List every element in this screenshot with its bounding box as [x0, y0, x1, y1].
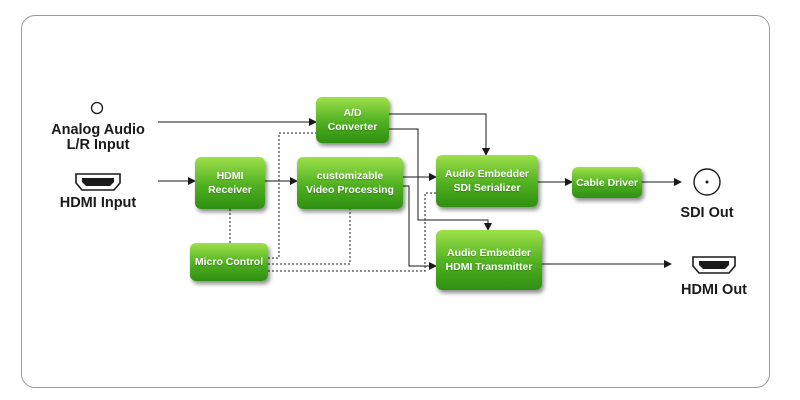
- hdmi-receiver-block: HDMI Receiver: [195, 157, 265, 209]
- wire-processing-to-hdmi: [403, 185, 437, 270]
- ad-converter-line-1: A/D: [343, 107, 362, 119]
- hdmi-port-out-icon: [692, 256, 736, 274]
- audio-embedder-sdi-block: Audio Embedder SDI Serializer: [436, 155, 538, 207]
- sdi-out-label: SDI Out: [680, 205, 734, 221]
- ad-converter-block: A/D Converter: [316, 97, 389, 143]
- hdmi-out-label: HDMI Out: [680, 282, 748, 298]
- audio-embedder-hdmi-line-1: Audio Embedder: [446, 247, 531, 259]
- hdmi-input-label: HDMI Input: [59, 195, 137, 211]
- analog-audio-line-1: Analog Audio: [51, 122, 145, 138]
- hdmi-receiver-line-1: HDMI: [216, 170, 244, 182]
- ad-converter-line-2: Converter: [327, 121, 378, 133]
- cable-driver-block: Cable Driver: [572, 167, 642, 198]
- audio-embedder-hdmi-block: Audio Embedder HDMI Transmitter: [436, 230, 542, 290]
- wire-ad-to-hdmi: [389, 128, 492, 231]
- bnc-connector-icon: [693, 168, 721, 196]
- analog-audio-input-label: Analog Audio L/R Input: [45, 123, 151, 153]
- rca-jack-icon: [90, 101, 104, 115]
- video-processing-block: customizable Video Processing: [297, 157, 403, 209]
- hdmi-port-icon: [75, 173, 121, 191]
- audio-embedder-sdi-line-1: Audio Embedder: [444, 168, 529, 180]
- audio-embedder-hdmi-line-2: HDMI Transmitter: [445, 261, 533, 273]
- analog-audio-line-2: L/R Input: [66, 137, 130, 153]
- micro-control-block: Micro Control: [190, 243, 268, 281]
- hdmi-receiver-line-2: Receiver: [208, 184, 252, 196]
- control-link-processing: [268, 209, 351, 265]
- wire-ad-to-sdi: [389, 113, 490, 156]
- control-link-ad: [268, 132, 316, 259]
- video-processing-line-2: Video Processing: [306, 184, 394, 196]
- micro-control-line-1: Micro Control: [194, 256, 264, 268]
- cable-driver-line-1: Cable Driver: [576, 176, 638, 189]
- video-processing-line-1: customizable: [316, 170, 384, 182]
- control-link-sdi: [268, 192, 436, 272]
- audio-embedder-sdi-line-2: SDI Serializer: [453, 182, 521, 194]
